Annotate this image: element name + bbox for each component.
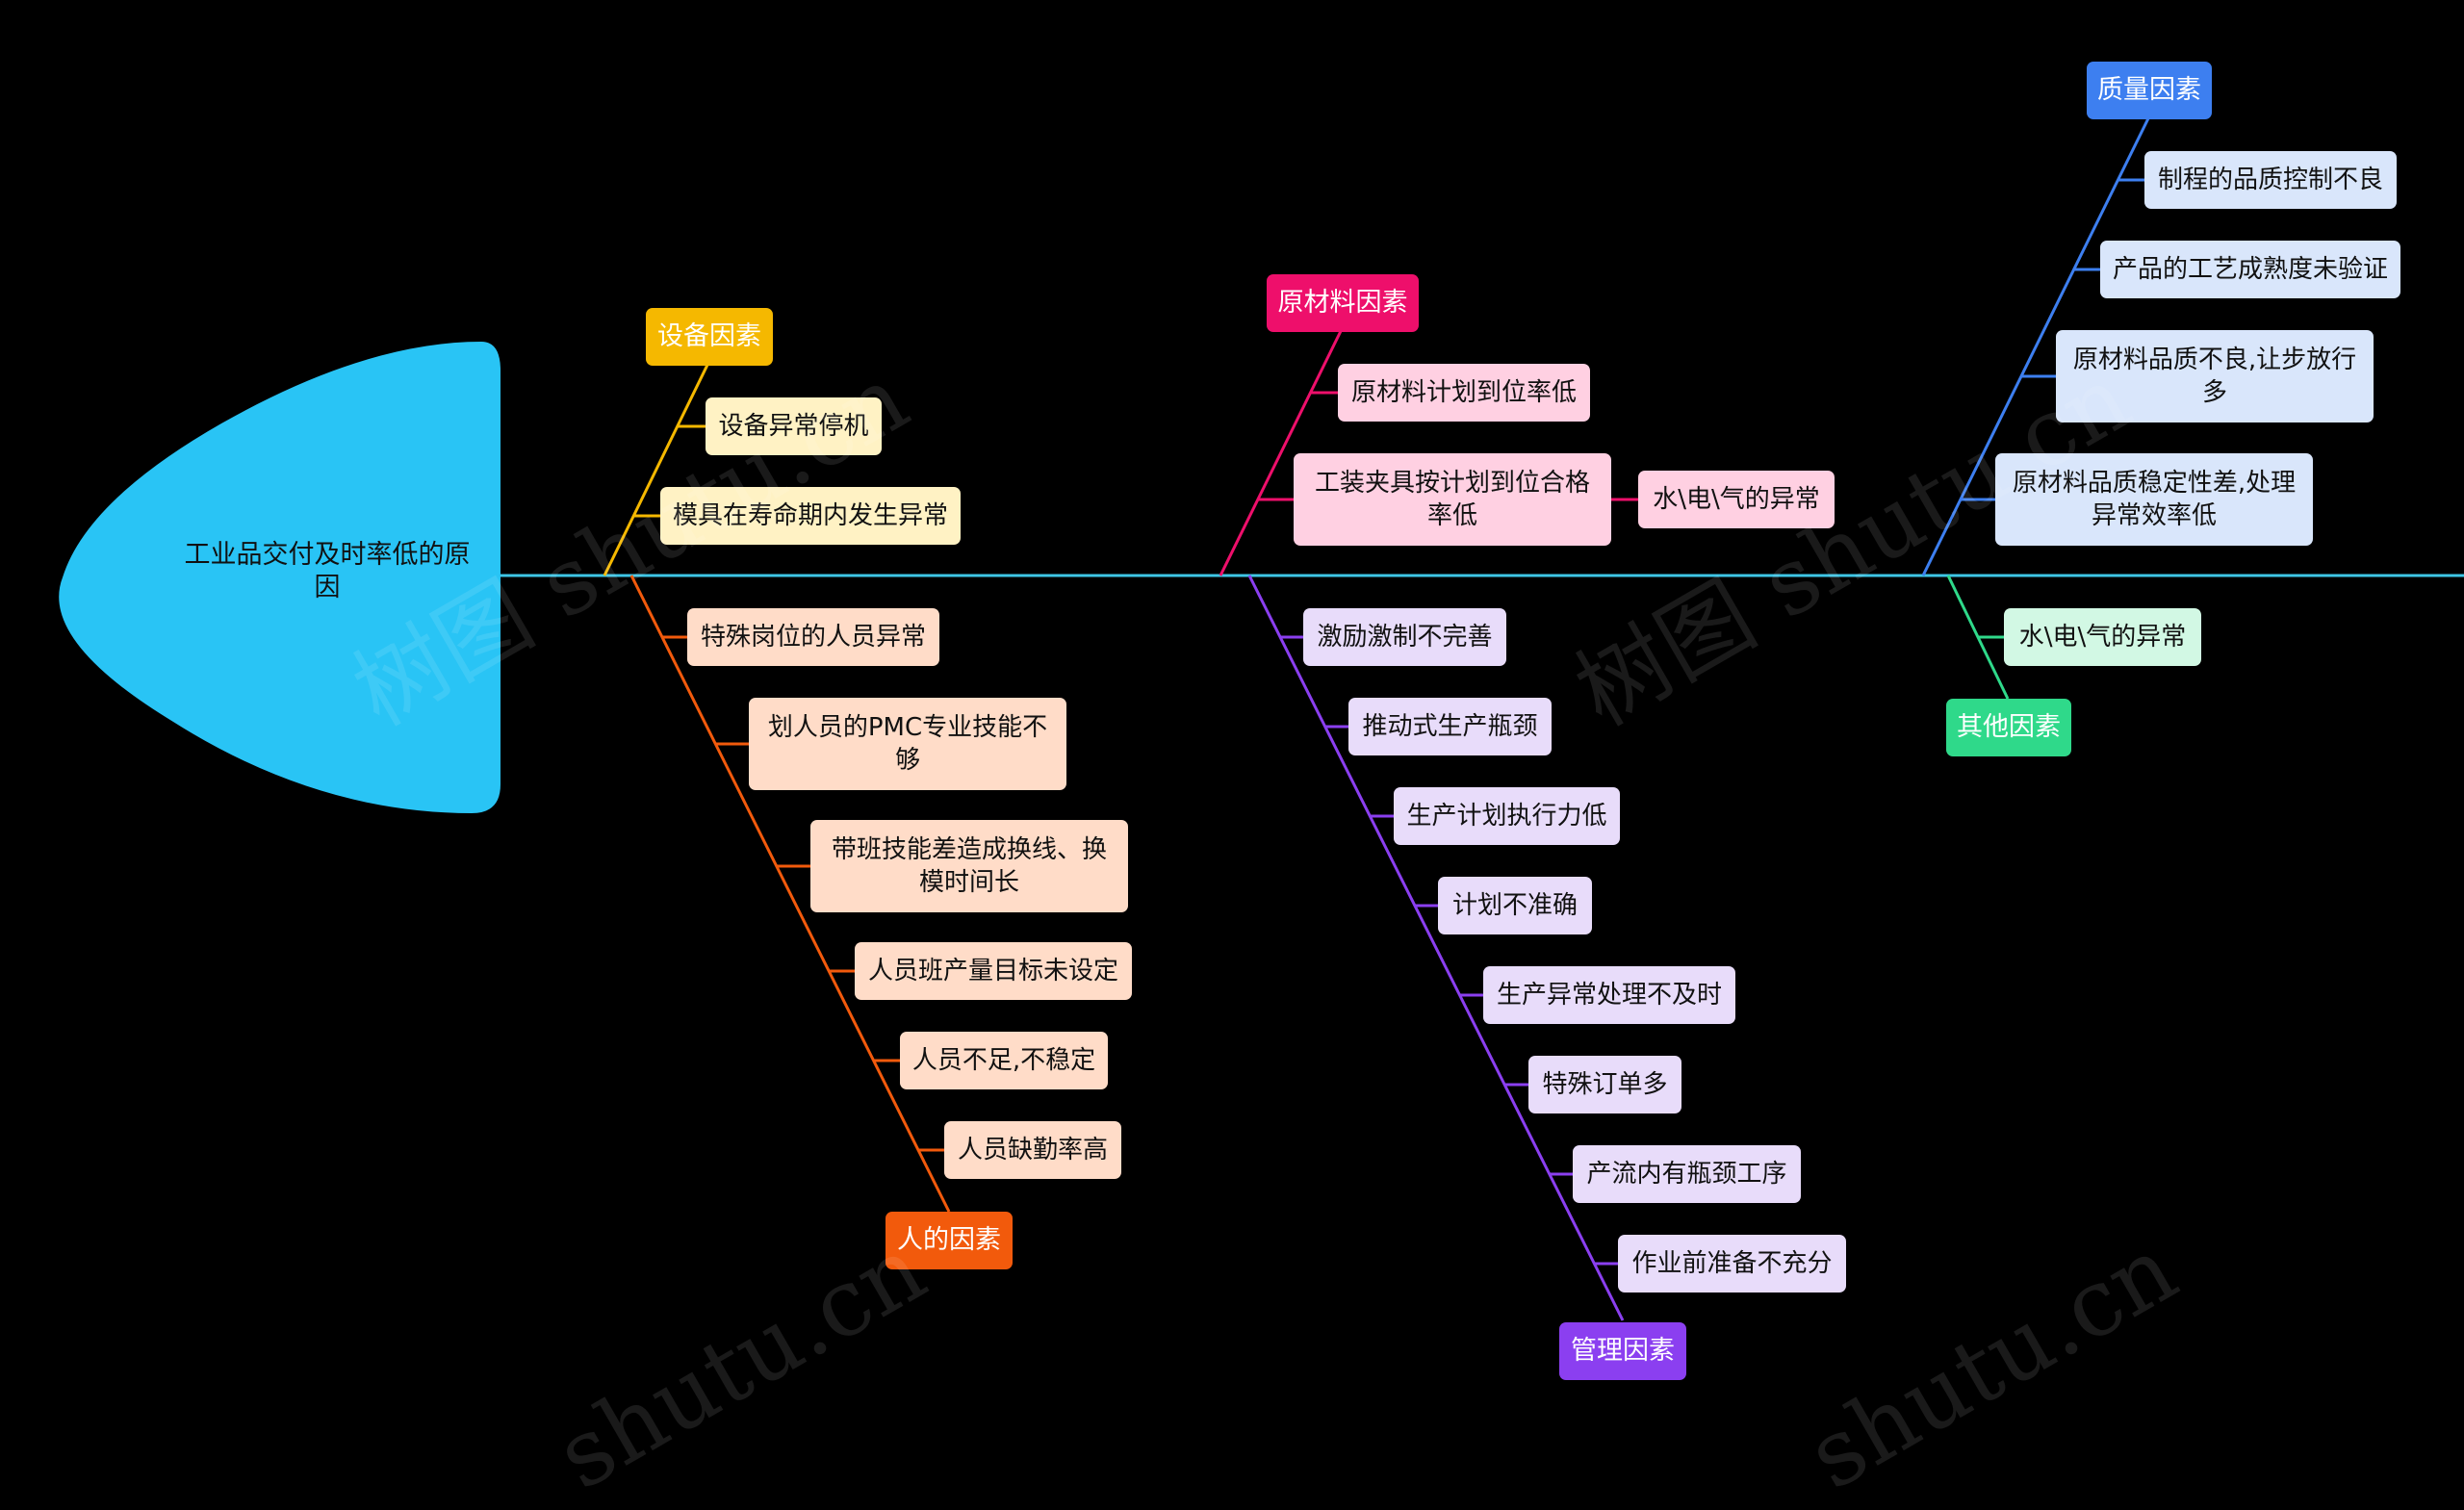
equipment-bone-line (603, 360, 711, 576)
equipment-cause-item[interactable]: 模具在寿命期内发生异常 (660, 487, 961, 545)
head-title: 工业品交付及时率低的原因 (184, 540, 471, 602)
material-sub-cause-item[interactable]: 水\电\气的异常 (1638, 471, 1835, 528)
quality-cause-item[interactable]: 产品的工艺成熟度未验证 (2100, 241, 2400, 298)
people-category-node[interactable]: 人的因素 (886, 1212, 1013, 1269)
material-bone-line (1219, 328, 1344, 576)
quality-category-node[interactable]: 质量因素 (2087, 62, 2212, 119)
people-bone-line (629, 575, 951, 1213)
other-category-node[interactable]: 其他因素 (1946, 699, 2071, 756)
material-category-node[interactable]: 原材料因素 (1267, 274, 1419, 332)
quality-cause-item[interactable]: 原材料品质稳定性差,处理异常效率低 (1995, 453, 2313, 546)
people-cause-item[interactable]: 人员班产量目标未设定 (855, 942, 1132, 1000)
management-cause-item[interactable]: 作业前准备不充分 (1618, 1235, 1846, 1292)
equipment-cause-item[interactable]: 设备异常停机 (706, 397, 882, 455)
connector-lines (500, 115, 2464, 1321)
management-cause-item[interactable]: 计划不准确 (1438, 877, 1592, 934)
management-cause-item[interactable]: 产流内有瓶颈工序 (1573, 1145, 1801, 1203)
other-cause-item[interactable]: 水\电\气的异常 (2004, 608, 2201, 666)
management-category-node[interactable]: 管理因素 (1559, 1322, 1686, 1380)
management-cause-item[interactable]: 特殊订单多 (1528, 1056, 1681, 1113)
material-cause-item[interactable]: 原材料计划到位率低 (1338, 364, 1590, 422)
management-cause-item[interactable]: 激励激制不完善 (1303, 608, 1506, 666)
people-cause-item[interactable]: 人员不足,不稳定 (900, 1032, 1108, 1089)
people-cause-item[interactable]: 特殊岗位的人员异常 (687, 608, 939, 666)
material-cause-item[interactable]: 工装夹具按计划到位合格率低 (1294, 453, 1611, 546)
management-cause-item[interactable]: 生产计划执行力低 (1394, 787, 1620, 845)
people-cause-item[interactable]: 人员缺勤率高 (944, 1121, 1121, 1179)
people-cause-item[interactable]: 带班技能差造成换线、换模时间长 (810, 820, 1128, 912)
quality-cause-item[interactable]: 制程的品质控制不良 (2144, 151, 2397, 209)
people-cause-item[interactable]: 划人员的PMC专业技能不够 (749, 698, 1066, 790)
management-bone-line (1247, 575, 1625, 1321)
management-cause-item[interactable]: 推动式生产瓶颈 (1348, 698, 1552, 755)
equipment-category-node[interactable]: 设备因素 (646, 308, 773, 366)
management-cause-item[interactable]: 生产异常处理不及时 (1483, 966, 1735, 1024)
quality-cause-item[interactable]: 原材料品质不良,让步放行多 (2056, 330, 2374, 422)
fish-head[interactable] (0, 0, 539, 866)
